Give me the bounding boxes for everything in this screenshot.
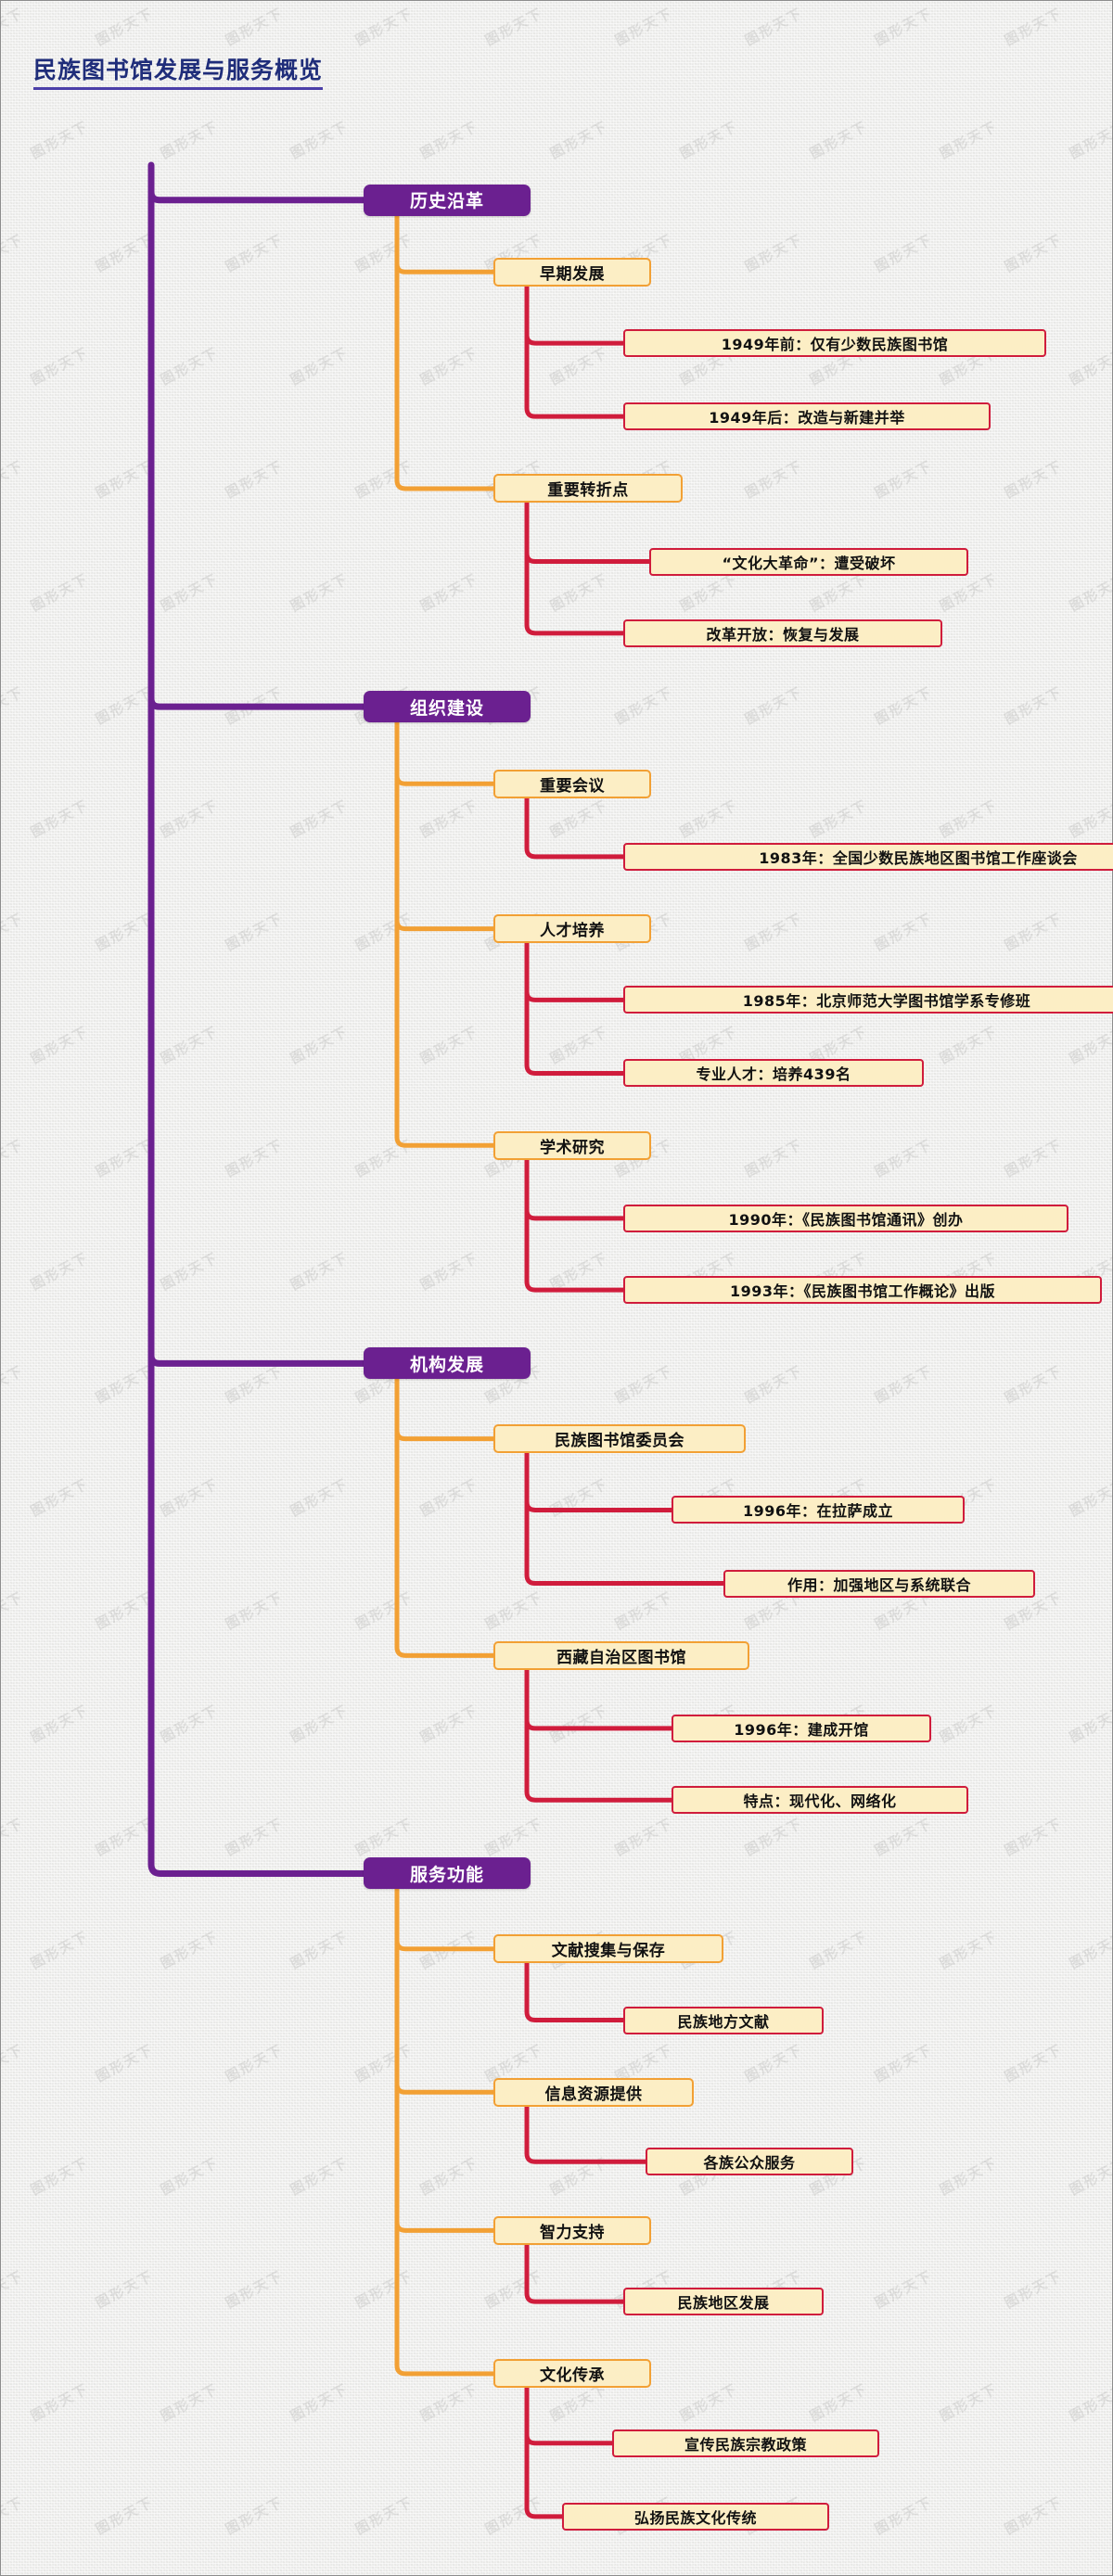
mindmap-node-level2[interactable]: 重要会议 [493,769,651,798]
connector-line [524,1960,626,2023]
connector-line [394,1376,496,1658]
mindmap-node-level2[interactable]: 文化传承 [493,2359,651,2389]
connector-line [394,720,496,1148]
mindmap-node-level2[interactable]: 重要转折点 [493,474,683,504]
mindmap-node-level2[interactable]: 信息资源提供 [493,2077,694,2107]
connector-line [147,161,367,1877]
connector-line [524,1157,626,1293]
connector-line [524,1450,726,1587]
connector-line [394,213,496,491]
connector-line [524,2104,648,2164]
mindmap-node-level3[interactable]: 1949年前：仅有少数民族图书馆 [623,329,1046,358]
connector-line [394,1886,496,2377]
mindmap-node-level3[interactable]: 宣传民族宗教政策 [612,2429,879,2457]
connector-line [524,284,626,346]
mindmap-node-level3[interactable]: 1949年后：改造与新建并举 [623,402,991,431]
connector-line [524,2242,626,2304]
connector-line [524,1157,626,1221]
connector-line [524,1450,674,1512]
mindmap-node-level3[interactable]: 1993年：《民族图书馆工作概论》出版 [623,1276,1102,1305]
mindmap-node-level2[interactable]: 文献搜集与保存 [493,1934,723,1964]
mindmap-node-level1[interactable]: 机构发展 [364,1347,531,1380]
mindmap-node-level2[interactable]: 学术研究 [493,1130,651,1160]
mindmap-node-level1[interactable]: 服务功能 [364,1857,531,1890]
mindmap-node-level3[interactable]: 各族公众服务 [646,2148,853,2176]
mindmap-node-level1[interactable]: 历史沿革 [364,184,531,216]
connector-line [524,940,626,1076]
mindmap-node-level2[interactable]: 智力支持 [493,2215,651,2245]
page-title: 民族图书馆发展与服务概览 [33,57,324,90]
connector-line [394,720,496,786]
mindmap-node-level2[interactable]: 民族图书馆委员会 [493,1424,746,1454]
mindmap-node-level2[interactable]: 西藏自治区图书馆 [493,1640,749,1670]
connector-line [147,1351,367,1367]
connector-line [147,188,367,204]
mindmap-node-level3[interactable]: 专业人才：培养439名 [623,1059,924,1088]
connector-line [524,500,652,565]
connector-line [524,2385,565,2519]
connector-line [524,796,626,860]
mindmap-node-level3[interactable]: 改革开放：恢复与发展 [623,618,942,647]
mindmap-node-level3[interactable]: 1985年：北京师范大学图书馆学系专修班 [623,986,1113,1014]
mindmap-node-level3[interactable]: 特点：现代化、网络化 [672,1786,968,1815]
mindmap-node-level3[interactable]: 1996年：在拉萨成立 [672,1496,965,1524]
connector-line [524,1667,674,1803]
connector-line [524,284,626,419]
mindmap-node-level3[interactable]: 1990年：《民族图书馆通讯》创办 [623,1204,1068,1232]
connector-line [394,1886,496,2095]
mindmap-node-level3[interactable]: 1983年：全国少数民族地区图书馆工作座谈会 [623,842,1113,871]
connector-line [394,213,496,274]
connector-line [394,1376,496,1442]
connector-line [147,695,367,710]
connector-line [394,1886,496,1952]
mindmap-node-level2[interactable]: 人才培养 [493,914,651,944]
mindmap-node-level1[interactable]: 组织建设 [364,691,531,723]
mindmap-node-level3[interactable]: 作用：加强地区与系统联合 [723,1569,1035,1598]
connector-line [524,1667,674,1731]
mindmap-node-level3[interactable]: 民族地方文献 [623,2006,824,2034]
connector-line [394,720,496,932]
mindmap-node-level3[interactable]: 民族地区发展 [623,2288,824,2316]
mindmap-node-level2[interactable]: 早期发展 [493,257,651,287]
mindmap-node-level3[interactable]: 弘扬民族文化传统 [562,2502,829,2531]
mindmap-node-level3[interactable]: 1996年：建成开馆 [672,1714,931,1742]
connector-line [524,500,626,636]
connector-line [394,1886,496,2233]
connector-line [524,2385,615,2446]
connector-line [524,940,626,1002]
mindmap-node-level3[interactable]: “文化大革命”：遭受破坏 [649,547,968,576]
